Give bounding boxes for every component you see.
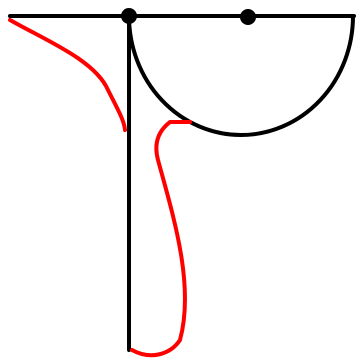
left-point xyxy=(121,8,137,24)
right-point xyxy=(240,9,256,25)
red-curve-lower xyxy=(130,120,192,358)
red-curve-upper xyxy=(8,18,127,132)
semicircle-arc xyxy=(127,14,355,137)
